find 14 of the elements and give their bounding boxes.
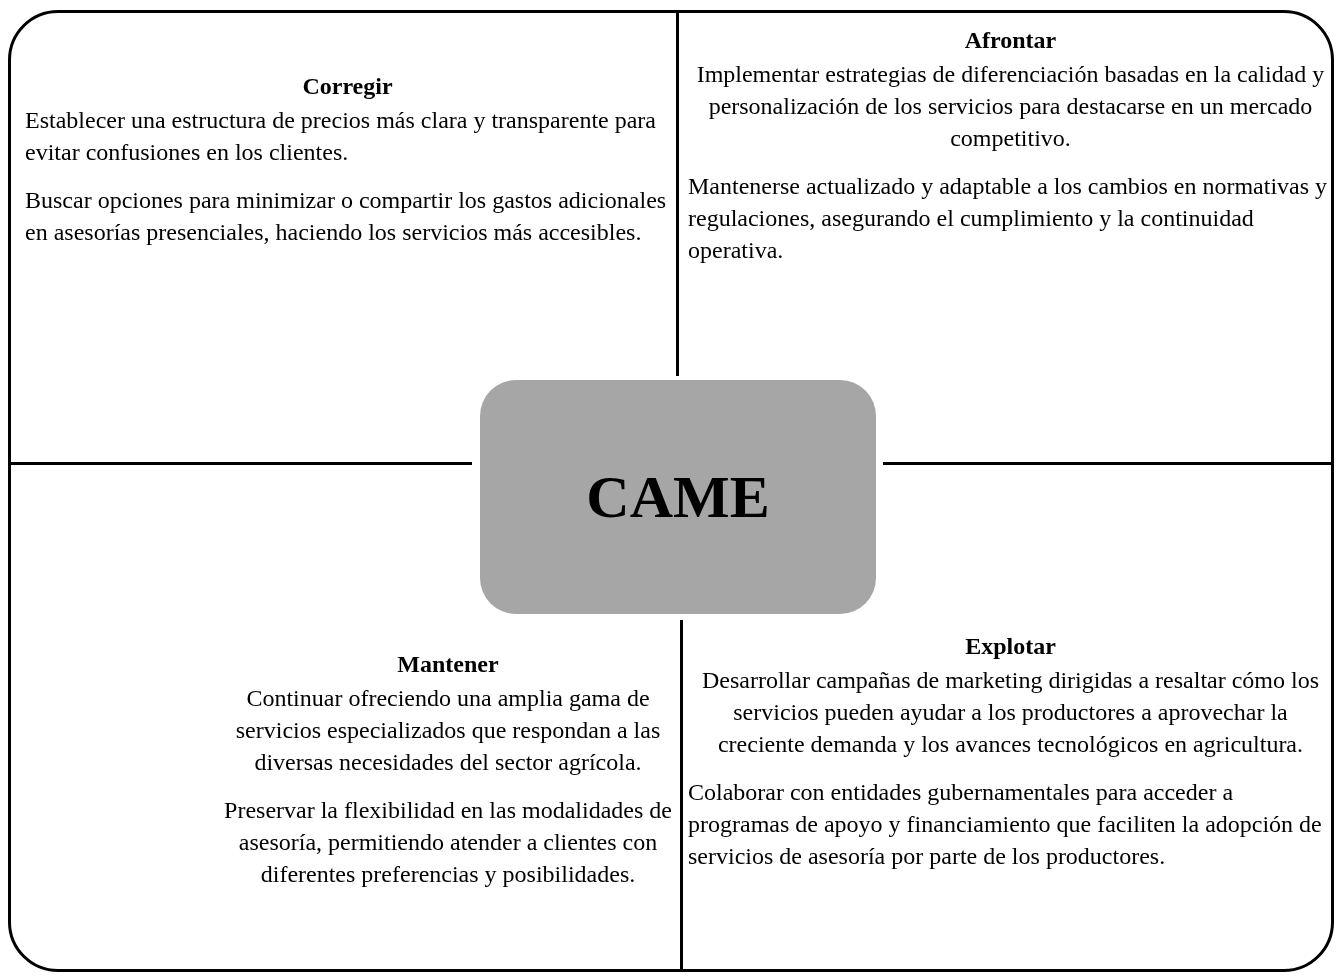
quadrant-paragraph: Establecer una estructura de precios más clara y transparente para evitar confusiones en los clientes. xyxy=(25,106,657,167)
quadrant-paragraph: Desarrollar campañas de marketing dirigidas a resaltar cómo los servicios pueden ayudar a los productores a aprovechar la creciente demanda y los avances tecnológicos en agricultura. xyxy=(700,666,1321,759)
quadrant-paragraph: Colaborar con entidades gubernamentales para acceder a programas de apoyo y financiamiento que faciliten la adopción de servicios de asesoría por parte de los productores. xyxy=(688,778,1323,871)
quadrant-heading: Mantener xyxy=(396,650,500,678)
quadrant-paragraph: Continuar ofreciendo una amplia gama de servicios especializados que respondan a las diversas necesidades del sector agrícola. xyxy=(234,684,662,777)
quadrant-heading: Corregir xyxy=(301,72,394,100)
quadrant-paragraph: Mantenerse actualizado y adaptable a los cambios en normativas y regulaciones, asegurando el cumplimiento y la continuidad operativa. xyxy=(688,172,1329,265)
quadrant-heading: Afrontar xyxy=(963,26,1058,54)
quadrant-paragraph: Implementar estrategias de diferenciación basadas en la calidad y personalización de los servicios para destacarse en un mercado competitivo. xyxy=(695,60,1326,153)
center-box xyxy=(480,380,876,614)
center-title: CAME xyxy=(586,467,770,527)
quadrant-heading: Explotar xyxy=(964,632,1057,660)
quadrant-paragraph: Preservar la flexibilidad en las modalidades de asesoría, permitiendo atender a clientes con diferentes preferencias y posibilidades. xyxy=(223,796,673,889)
quadrant-paragraph: Buscar opciones para minimizar o compartir los gastos adicionales en asesorías presenciales, haciendo los servicios más accesibles. xyxy=(25,186,668,247)
